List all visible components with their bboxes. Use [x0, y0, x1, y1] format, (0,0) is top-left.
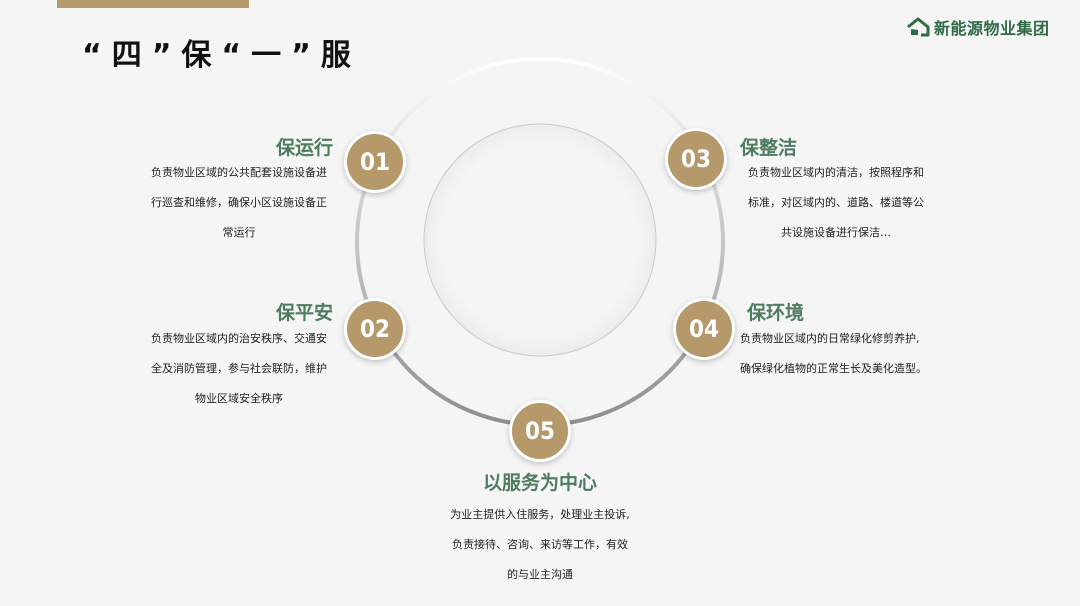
badge-01: 01 — [344, 131, 406, 193]
section-desc-03: 负责物业区域内的清洁，按照程序和 标准，对区域内的、道路、楼道等公 共设施设备进… — [748, 166, 924, 239]
section-desc-04: 负责物业区域内的日常绿化修剪养护, 确保绿化植物的正常生长及美化造型。 — [740, 332, 927, 375]
badge-05: 05 — [509, 400, 571, 462]
company-logo: 新能源物业集团 — [906, 15, 1050, 39]
badge-03: 03 — [665, 128, 727, 190]
badge-04: 04 — [673, 298, 735, 360]
page-title: “四”保“一”服 — [82, 38, 361, 73]
section-title-02: 保平安 — [275, 302, 333, 324]
section-title-04: 保环境 — [747, 302, 805, 324]
section-desc-02: 负责物业区域内的治安秩序、交通安 全及消防管理，参与社会联防，维护 物业区域安全… — [151, 332, 327, 405]
house-leaf-icon — [907, 17, 930, 37]
inner-ring — [423, 123, 657, 357]
top-accent-bar — [57, 0, 249, 8]
badge-02: 02 — [344, 298, 406, 360]
section-desc-05: 为业主提供入住服务，处理业主投诉, 负责接待、咨询、来访等工作，有效 的与业主沟… — [450, 508, 630, 581]
section-title-05: 以服务为中心 — [482, 472, 597, 494]
section-title-01: 保运行 — [275, 137, 333, 159]
section-desc-01: 负责物业区域的公共配套设施设备进 行巡查和维修，确保小区设施设备正 常运行 — [151, 166, 327, 239]
logo-text: 新能源物业集团 — [934, 19, 1050, 38]
section-title-03: 保整洁 — [740, 137, 798, 159]
